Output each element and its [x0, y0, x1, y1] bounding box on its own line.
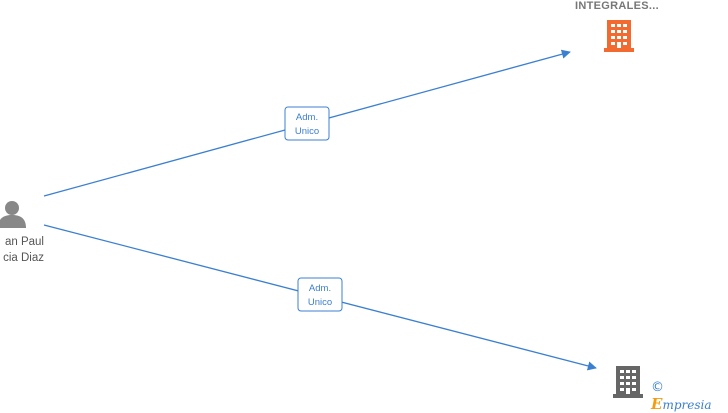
edge-label-top-line2: Unico	[295, 126, 319, 137]
brand-logo-initial: E	[651, 395, 663, 413]
edge-label-top-line1: Adm.	[296, 112, 318, 123]
person-node[interactable]: an Paul cia Diaz	[0, 201, 44, 264]
person-name-line1: an Paul	[5, 236, 44, 248]
company-node-top[interactable]: INTEGRALES...	[575, 0, 659, 52]
person-name-line2: cia Diaz	[3, 252, 44, 264]
person-icon	[0, 201, 26, 228]
building-icon	[613, 366, 643, 398]
relationship-diagram: Adm. Unico Adm. Unico an Paul cia Diaz I…	[0, 0, 659, 398]
edge-label-bottom-line1: Adm.	[309, 283, 331, 294]
brand-logo-rest: mpresia	[662, 398, 712, 412]
edge-label-bottom[interactable]: Adm. Unico	[297, 277, 343, 312]
brand-footer: © Empresia	[651, 380, 728, 413]
copyright-icon: ©	[651, 380, 664, 395]
company-node-bottom[interactable]	[613, 366, 643, 398]
company-top-title: INTEGRALES...	[575, 0, 659, 12]
building-icon	[604, 20, 634, 52]
edge-label-top[interactable]: Adm. Unico	[284, 106, 330, 141]
edge-label-bottom-line2: Unico	[308, 297, 332, 308]
